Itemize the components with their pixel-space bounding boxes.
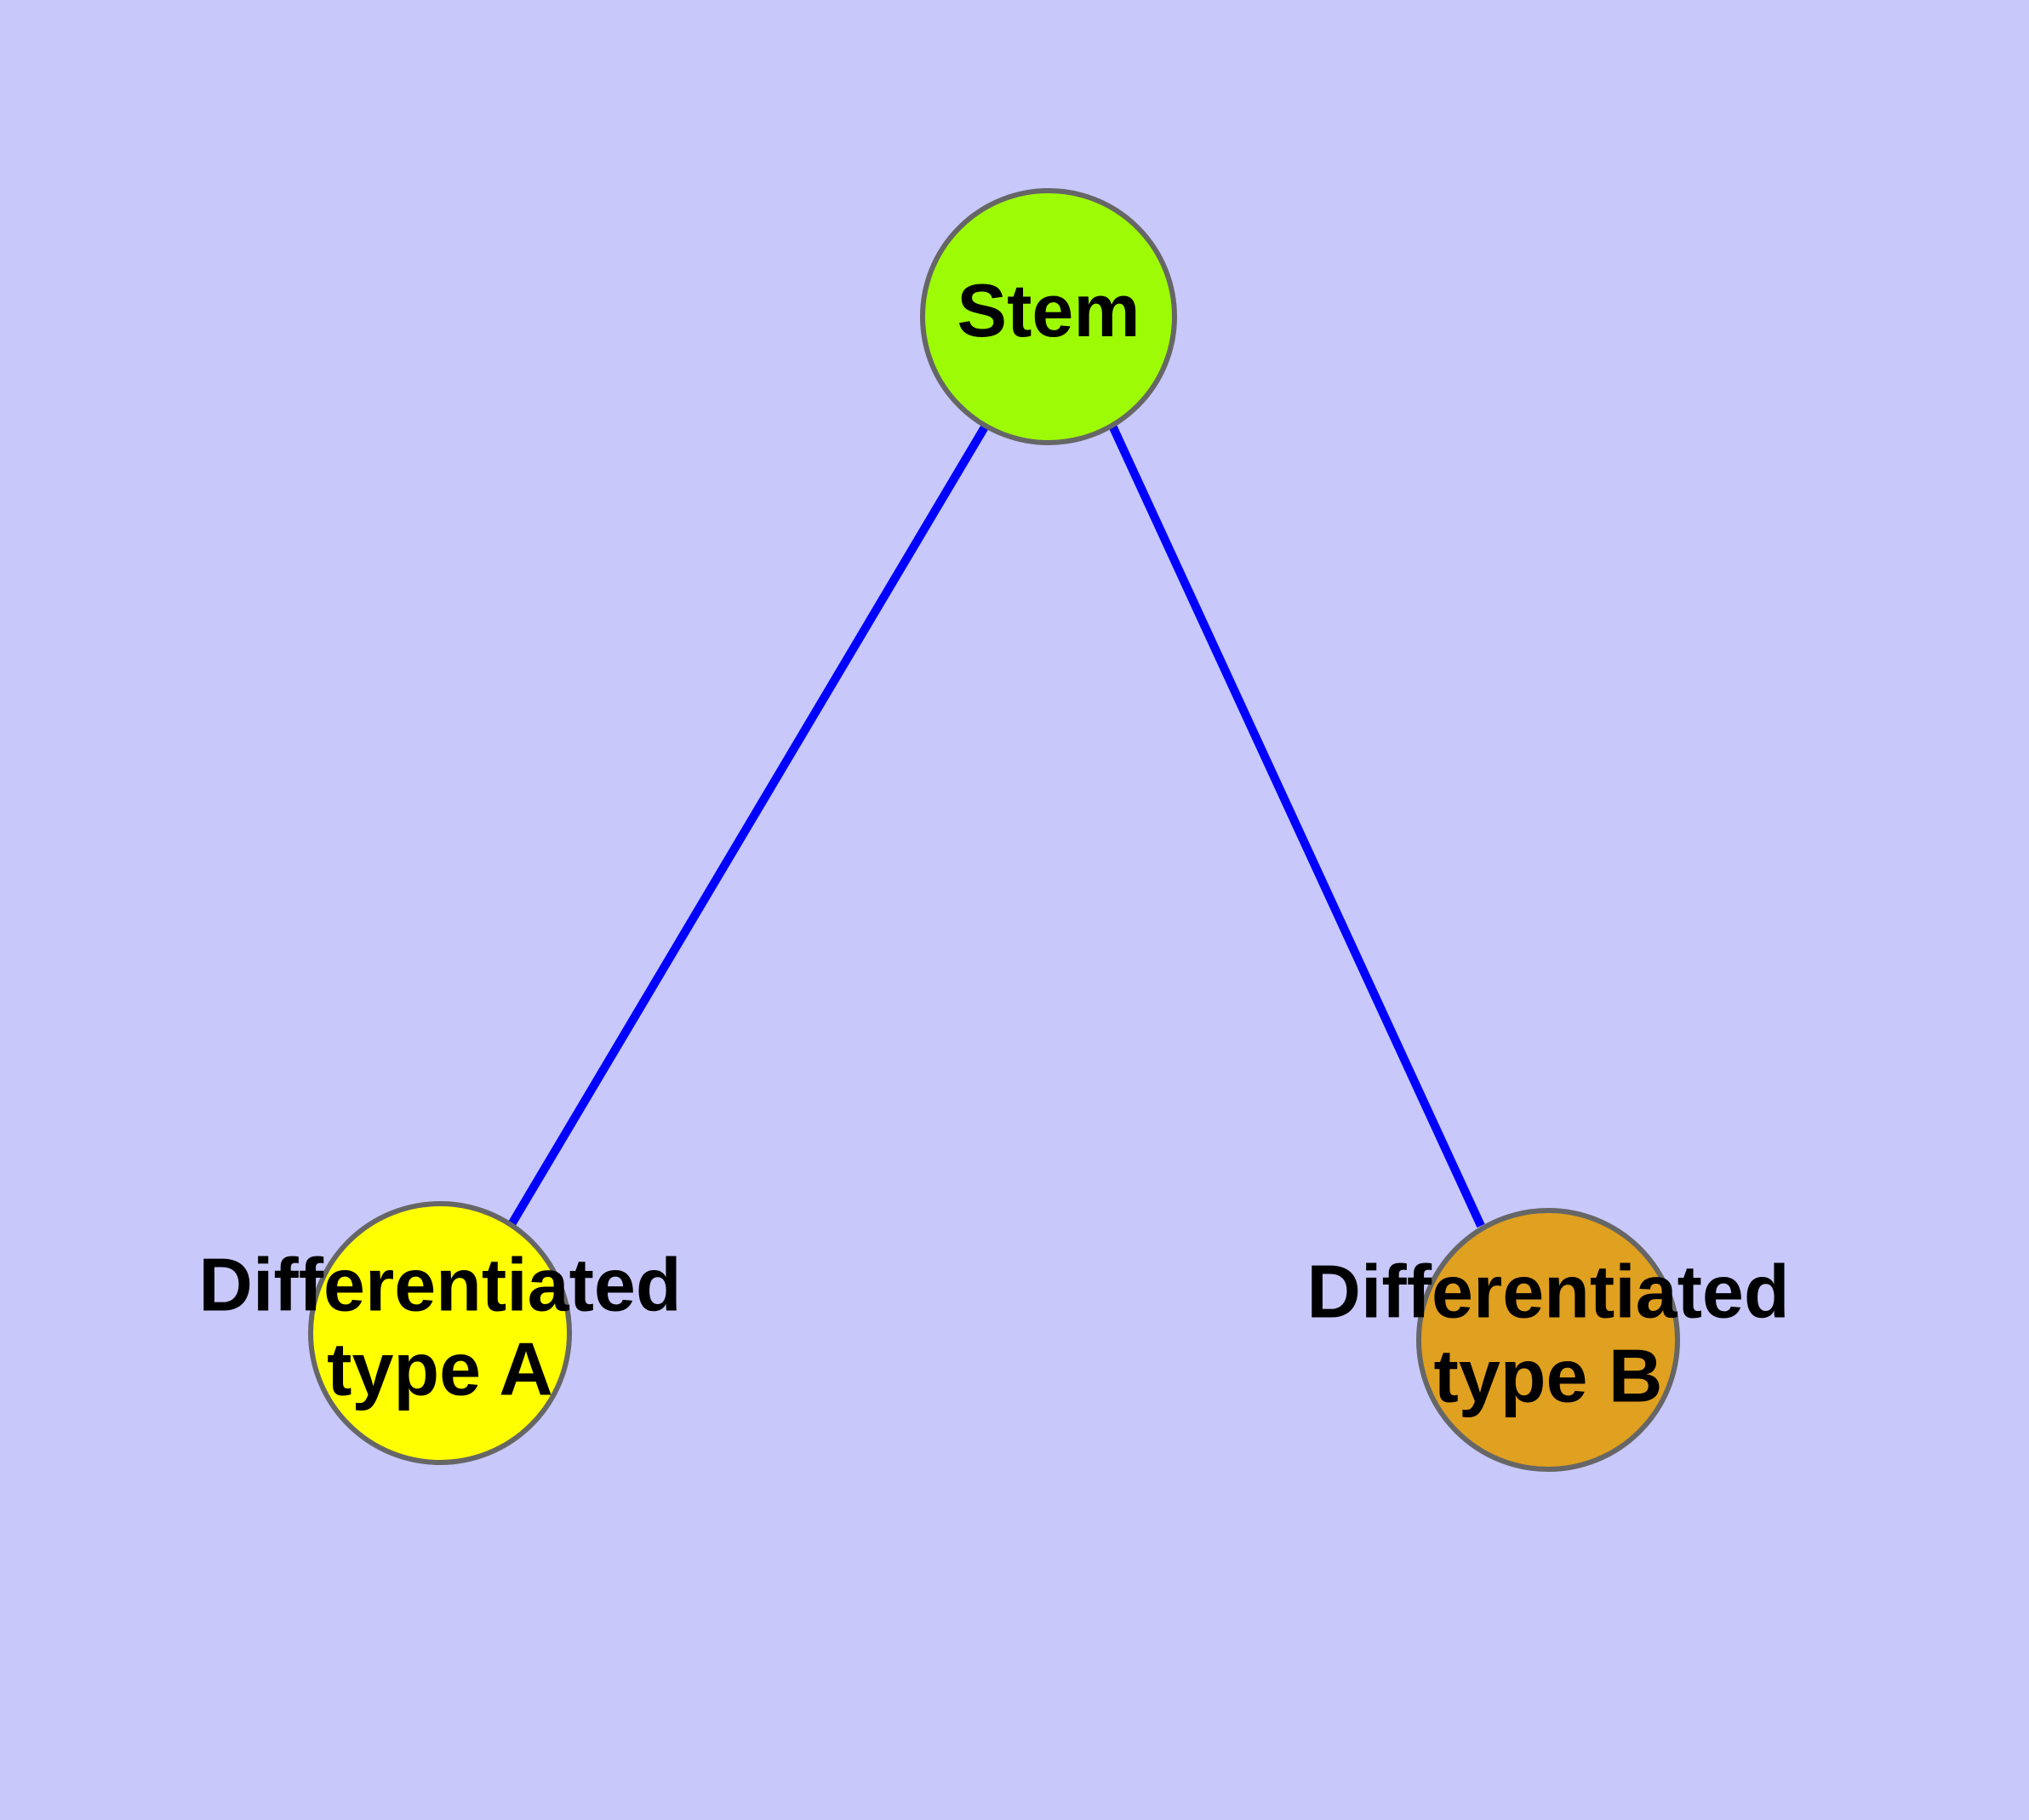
edge-stem-to-diff-b[interactable]	[1108, 423, 1485, 1228]
edges-layer	[506, 423, 1485, 1228]
node-diff-b-circle[interactable]	[1416, 1208, 1680, 1472]
node-stem-label: Stem	[957, 268, 1140, 352]
node-stem-circle[interactable]	[920, 188, 1177, 445]
edge-stem-to-diff-a[interactable]	[506, 423, 990, 1228]
node-stem[interactable]: Stem	[920, 188, 1177, 445]
node-diff-a-circle[interactable]	[308, 1201, 572, 1465]
